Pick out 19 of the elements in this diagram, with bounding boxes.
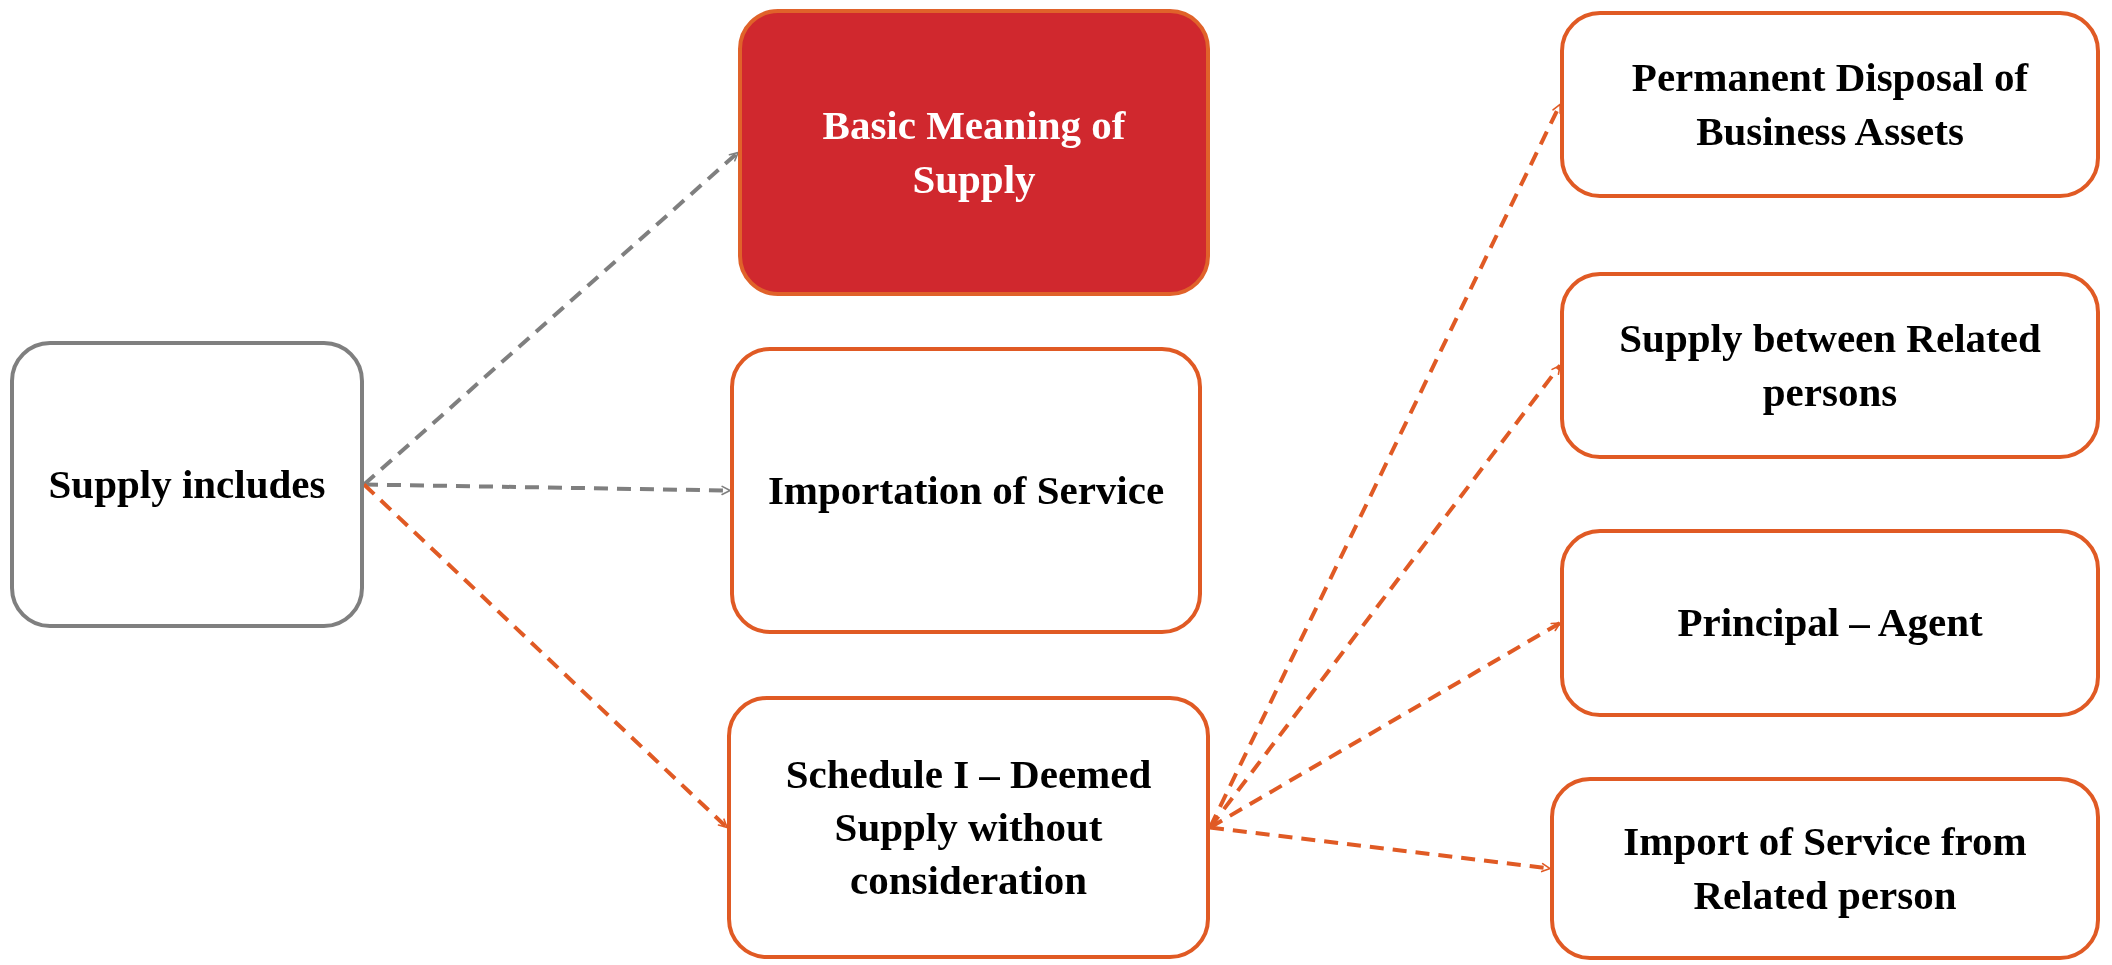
rounded-box bbox=[1560, 272, 2100, 459]
box-label: Basic Meaning of Supply bbox=[821, 101, 1127, 204]
dashed-arrow bbox=[1209, 825, 1551, 873]
rounded-box bbox=[730, 347, 1202, 634]
box-label: Importation of Service bbox=[767, 465, 1165, 515]
box-label: Supply between Related persons bbox=[1618, 314, 2042, 417]
box-label: Import of Service from Related person bbox=[1622, 817, 2028, 920]
box-label: Principal – Agent bbox=[1677, 598, 1983, 648]
rounded-box bbox=[1560, 529, 2100, 717]
dashed-arrow bbox=[362, 151, 740, 486]
rounded-box bbox=[727, 696, 1210, 959]
dashed-arrow bbox=[362, 483, 729, 829]
rounded-box bbox=[10, 341, 364, 628]
box-label: Permanent Disposal of Business Assets bbox=[1630, 53, 2030, 156]
rounded-box bbox=[1550, 777, 2100, 960]
box-label: Supply includes bbox=[48, 459, 326, 509]
rounded-box bbox=[1560, 11, 2100, 198]
box-label: Schedule I – Deemed Supply without consideration bbox=[784, 749, 1153, 906]
rounded-box bbox=[738, 9, 1210, 296]
